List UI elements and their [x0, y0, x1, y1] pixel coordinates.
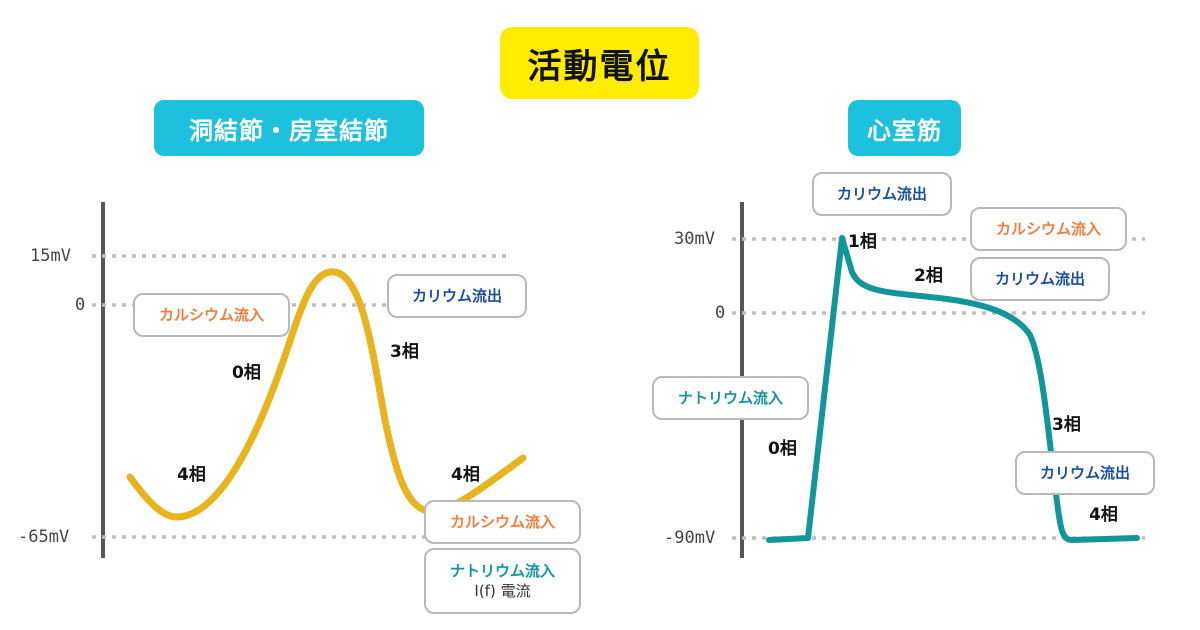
left-axis-label-bottom: -65mV: [18, 527, 70, 547]
potassium-efflux-label: カリウム流出: [994, 269, 1085, 288]
right-panel-title: 心室筋: [848, 100, 961, 156]
potassium-efflux-label: カリウム流出: [1039, 463, 1130, 482]
left-sodium-influx-box: ナトリウム流入 I(f) 電流: [424, 548, 581, 614]
calcium-influx-label: カルシウム流入: [158, 305, 264, 324]
right-potassium-efflux-box-mid: カリウム流出: [970, 257, 1110, 301]
potassium-efflux-label: カリウム流出: [836, 184, 927, 203]
left-calcium-influx-box-bottom: カルシウム流入: [424, 500, 581, 544]
left-axis-label-top: 15mV: [30, 246, 71, 266]
left-potassium-efflux-box: カリウム流出: [387, 274, 527, 318]
right-potassium-efflux-box-bottom: カリウム流出: [1015, 451, 1155, 495]
right-phase-4-label: 4相: [1089, 505, 1118, 525]
right-phase-0-label: 0相: [768, 439, 797, 459]
potassium-efflux-label: カリウム流出: [411, 286, 502, 305]
left-phase-4-label-end: 4相: [451, 465, 480, 485]
right-phase-2-label: 2相: [914, 266, 943, 286]
sodium-influx-label: ナトリウム流入: [677, 388, 783, 407]
ventricular-action-potential-curve: [766, 235, 1140, 543]
right-axis-label-zero: 0: [715, 303, 726, 323]
calcium-influx-label: カルシウム流入: [995, 219, 1101, 238]
right-phase-1-label: 1相: [848, 232, 877, 252]
sodium-influx-label: ナトリウム流入: [449, 561, 555, 580]
right-calcium-influx-box: カルシウム流入: [970, 207, 1127, 251]
right-sodium-influx-box: ナトリウム流入: [652, 376, 809, 420]
left-phase-0-label: 0相: [232, 363, 261, 383]
left-phase-3-label: 3相: [390, 342, 419, 362]
right-potassium-efflux-box-top: カリウム流出: [812, 172, 952, 216]
calcium-influx-label: カルシウム流入: [449, 512, 555, 531]
main-title: 活動電位: [500, 27, 699, 99]
left-axis-label-zero: 0: [75, 295, 86, 315]
left-calcium-influx-box-top: カルシウム流入: [133, 293, 290, 337]
left-phase-4-label-start: 4相: [177, 465, 206, 485]
right-phase-3-label: 3相: [1052, 415, 1081, 435]
left-panel-title: 洞結節・房室結節: [154, 100, 424, 156]
right-axis-label-bottom: -90mV: [664, 528, 716, 548]
if-current-label: I(f) 電流: [474, 582, 531, 600]
right-axis-label-top: 30mV: [674, 229, 715, 249]
